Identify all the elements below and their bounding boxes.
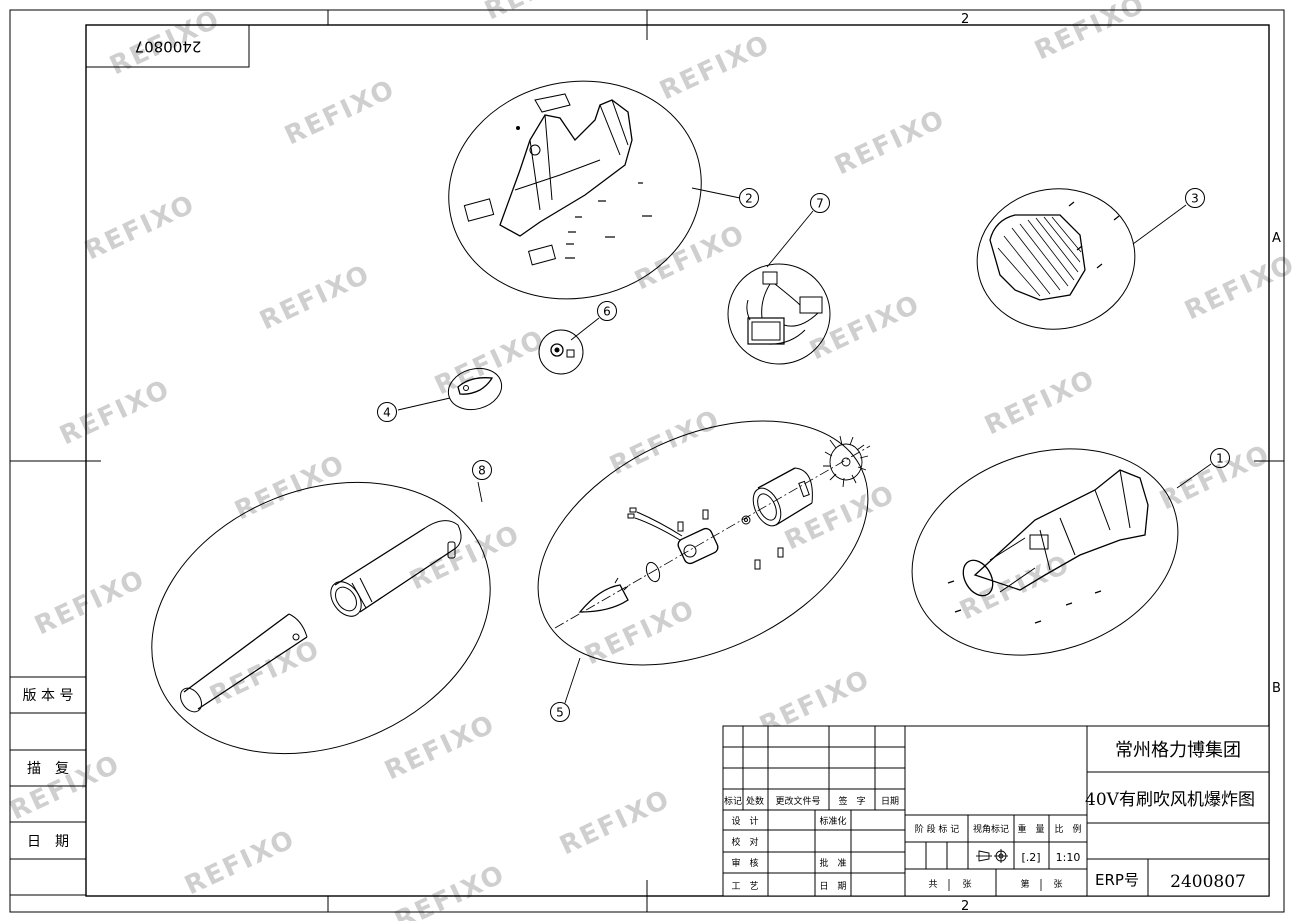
part-group-1-main-housing xyxy=(911,448,1179,656)
page-label: 第 xyxy=(1020,878,1029,890)
zone-label-bottom: 2 xyxy=(961,899,969,914)
callout-number: 5 xyxy=(556,706,564,720)
scale-label: 比 例 xyxy=(1054,823,1081,835)
callout-number: 6 xyxy=(603,305,611,319)
callout-1: 1 xyxy=(1210,448,1230,468)
left-revision-strip xyxy=(9,676,87,896)
watermark: REFIXO xyxy=(780,479,900,556)
rev-header-count: 处数 xyxy=(746,795,764,807)
projection-symbol-icon xyxy=(976,849,1008,863)
watermark: REFIXO xyxy=(655,29,775,106)
sheet-label-2: 张 xyxy=(1053,879,1062,890)
watermark: REFIXO xyxy=(205,634,325,711)
total-label: 共 xyxy=(928,879,937,890)
watermark: REFIXO xyxy=(805,289,925,366)
erp-value: 2400807 xyxy=(1170,872,1246,892)
part-group-7-switch-wiring xyxy=(727,263,831,365)
watermark: REFIXO xyxy=(580,594,700,671)
watermark: REFIXO xyxy=(380,709,500,786)
callout-2: 2 xyxy=(739,188,759,208)
watermark: REFIXO xyxy=(180,824,300,901)
scale-value: 1:10 xyxy=(1056,851,1081,864)
drawing-title: 40V有刷吹风机爆炸图 xyxy=(1085,790,1255,810)
watermark: REFIXO xyxy=(405,519,525,596)
role-check: 校 对 xyxy=(731,836,758,848)
trace-label: 描 复 xyxy=(27,760,69,777)
role-process: 工 艺 xyxy=(731,881,758,892)
version-label: 版 本 号 xyxy=(23,688,74,704)
watermark: REFIXO xyxy=(255,259,375,336)
callout-5: 5 xyxy=(550,702,570,722)
watermark: REFIXO xyxy=(980,364,1100,441)
part-group-5-motor-assembly xyxy=(537,420,871,666)
callout-6: 6 xyxy=(597,301,617,321)
company-name: 常州格力博集团 xyxy=(1115,740,1241,761)
title-block xyxy=(722,725,1270,897)
stage-mark-label: 阶 段 标 记 xyxy=(915,823,960,835)
weight-label: 重 量 xyxy=(1017,823,1044,835)
callout-leaders xyxy=(397,187,1212,704)
callout-bubbles: 1 2 3 4 5 6 7 8 xyxy=(377,188,1230,722)
callout-number: 1 xyxy=(1216,452,1224,466)
part-group-2-handle-housing xyxy=(448,80,702,300)
watermark: REFIXO xyxy=(280,74,400,151)
watermark: REFIXO xyxy=(55,374,175,451)
rev-header-mark: 标记 xyxy=(724,795,742,807)
watermark: REFIXO xyxy=(630,219,750,296)
watermark: REFIXO xyxy=(830,104,950,181)
view-mark-label: 视角标记 xyxy=(973,823,1009,835)
callout-7: 7 xyxy=(810,193,830,213)
callout-number: 8 xyxy=(478,464,486,478)
corner-code: 2400807 xyxy=(135,38,202,56)
part-group-4-trigger xyxy=(447,367,503,411)
callout-3: 3 xyxy=(1185,188,1205,208)
date-label-tb: 日 期 xyxy=(819,881,846,892)
callout-number: 3 xyxy=(1191,192,1199,206)
sheet-frame xyxy=(9,9,1285,913)
callout-4: 4 xyxy=(377,402,397,422)
role-design: 设 计 xyxy=(731,815,758,827)
part-group-3-fan-cover xyxy=(976,188,1136,330)
watermark: REFIXO xyxy=(555,784,675,861)
weight-value: [.2] xyxy=(1021,851,1040,864)
rev-header-doc: 更改文件号 xyxy=(775,795,820,807)
zone-label-top: 2 xyxy=(961,12,969,27)
rev-header-date: 日期 xyxy=(881,796,899,807)
date-label: 日 期 xyxy=(27,834,69,850)
callout-number: 4 xyxy=(383,406,391,420)
title-block-separators xyxy=(948,879,1042,891)
part-group-6-knob xyxy=(538,329,584,375)
watermark: REFIXO xyxy=(80,189,200,266)
zone-label-b: B xyxy=(1272,681,1281,696)
part-group-8-blower-tubes xyxy=(151,481,491,755)
callout-number: 7 xyxy=(816,197,824,211)
watermark: REFIXO xyxy=(480,0,600,26)
zone-label-a: A xyxy=(1272,231,1281,246)
callout-8: 8 xyxy=(472,460,492,480)
standardize-label: 标准化 xyxy=(819,815,846,827)
sheet-label: 张 xyxy=(962,879,971,890)
rev-header-sign: 签 字 xyxy=(838,795,865,807)
callout-number: 2 xyxy=(745,192,753,206)
watermark: REFIXO xyxy=(1180,249,1300,326)
title-block-text: 常州格力博集团 40V有刷吹风机爆炸图 ERP号 2400807 标记 处数 更… xyxy=(724,740,1255,892)
watermark: REFIXO xyxy=(30,564,150,641)
approve-label: 批 准 xyxy=(819,857,846,869)
role-review: 审 核 xyxy=(731,857,758,869)
erp-label: ERP号 xyxy=(1095,871,1139,889)
watermark: REFIXO xyxy=(230,449,350,526)
